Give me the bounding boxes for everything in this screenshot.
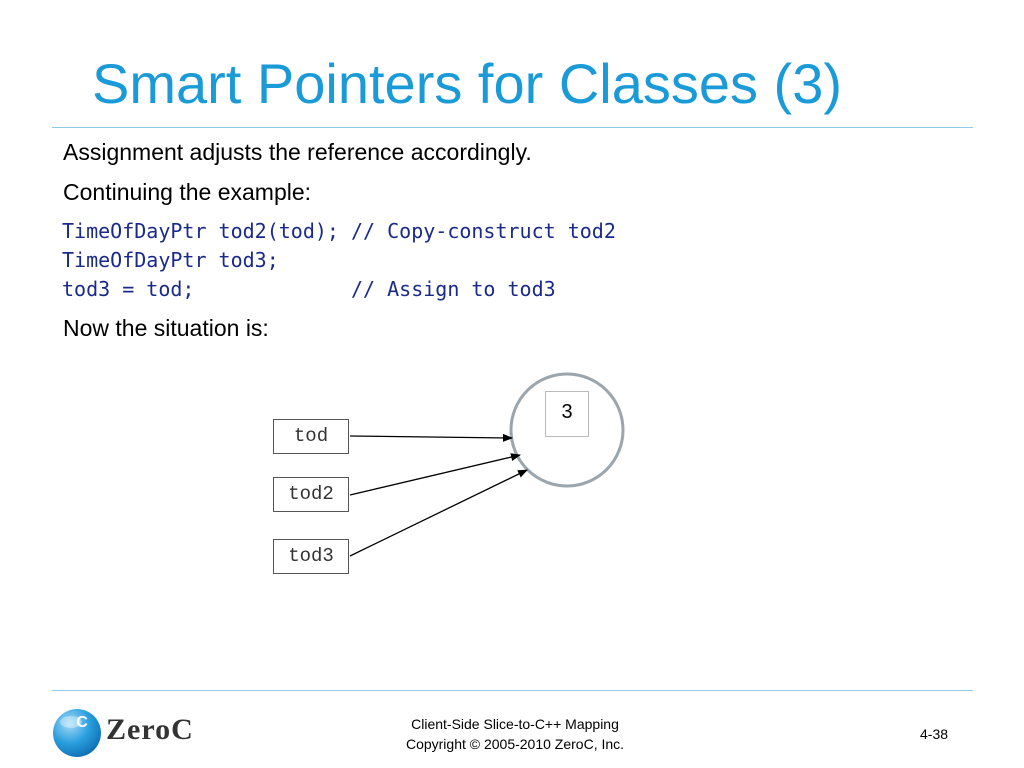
situation-text: Now the situation is:: [63, 315, 269, 341]
arrow-tod2: [349, 453, 521, 496]
zeroc-logo: C: [53, 709, 101, 757]
code-block: TimeOfDayPtr tod2(tod); // Copy-construc…: [62, 217, 616, 304]
logo-mark: C: [76, 714, 88, 731]
bullet-assignment: Assignment adjusts the reference accordi…: [63, 139, 532, 165]
logo-sphere-highlight: [60, 716, 82, 728]
logo-sphere: [53, 709, 101, 757]
code-line-copy-construct: TimeOfDayPtr tod2(tod); // Copy-construc…: [62, 219, 616, 243]
reference-count-box: 3: [545, 391, 589, 437]
pointer-box-tod: tod: [273, 419, 349, 454]
pointer-box-tod3: tod3: [273, 539, 349, 574]
arrow-tod3: [349, 469, 528, 557]
footer-center: Client-Side Slice-to-C++ Mapping Copyrig…: [330, 714, 700, 754]
title-divider: [52, 127, 973, 128]
logo-text: ZeroC: [106, 713, 194, 746]
footer-divider: [52, 690, 973, 691]
footer-copyright: Copyright © 2005-2010 ZeroC, Inc.: [405, 736, 625, 752]
code-line-declare: TimeOfDayPtr tod3;: [62, 248, 279, 272]
slide-title: Smart Pointers for Classes (3): [92, 52, 842, 115]
bullet-continuing: Continuing the example:: [63, 179, 312, 205]
pointer-box-tod2: tod2: [273, 477, 349, 512]
page-number: 4-38: [920, 726, 949, 742]
code-line-assign: tod3 = tod; // Assign to tod3: [62, 277, 556, 301]
footer-course-title: Client-Side Slice-to-C++ Mapping: [411, 716, 619, 732]
arrow-tod: [349, 433, 513, 442]
